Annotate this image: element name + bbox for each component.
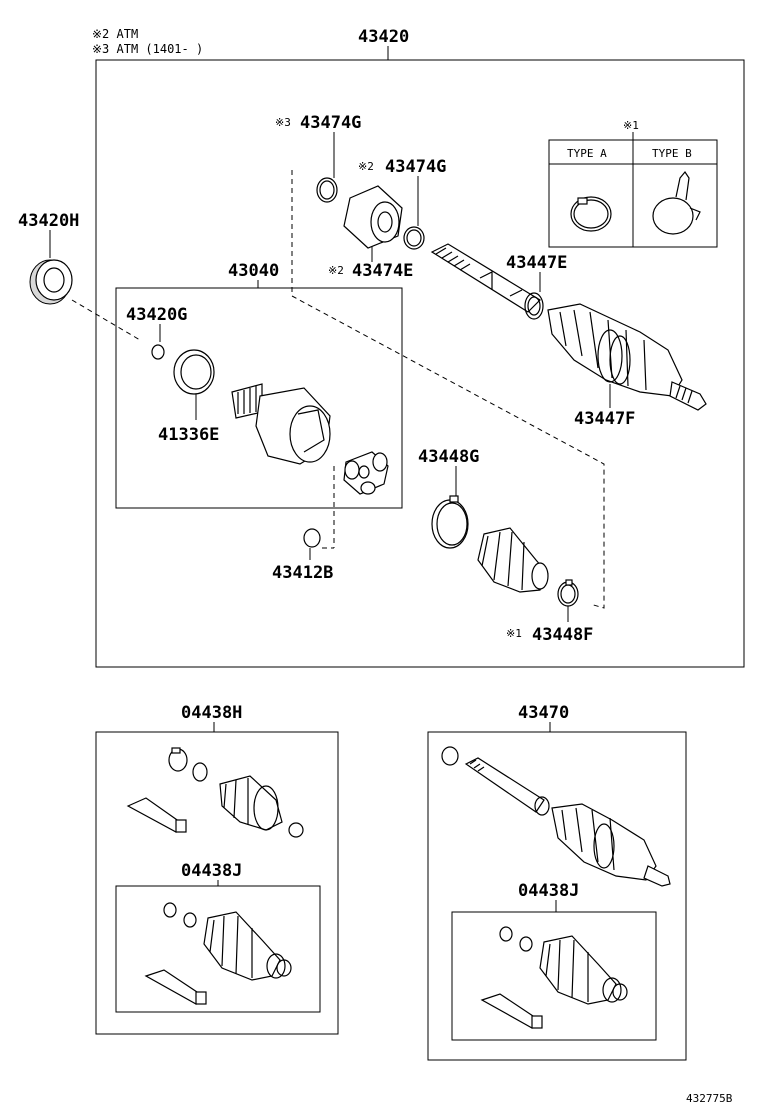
kit-04438H-ring[interactable]: [288, 822, 304, 838]
label-04438J-right[interactable]: 04438J: [518, 881, 579, 901]
illustration-id: 432775B: [686, 1092, 733, 1105]
kit-box-43470: [427, 731, 687, 1061]
drive-shaft-part[interactable]: [430, 243, 541, 313]
kit-04438J-right-boot[interactable]: [539, 935, 628, 1005]
label-43474G-top[interactable]: 43474G: [300, 113, 361, 133]
tripod-joint[interactable]: [343, 451, 389, 495]
label-43474G-mid[interactable]: 43474G: [385, 157, 446, 177]
label-04438H[interactable]: 04438H: [181, 703, 242, 723]
inner-boot[interactable]: [477, 527, 549, 593]
shaft-assembly-outline: [291, 170, 605, 609]
snap-ring-43412B[interactable]: [303, 528, 321, 548]
note-atm-1401: ※3 ATM (1401- ): [92, 42, 203, 56]
kit-04438H-clamps[interactable]: [168, 747, 208, 782]
snap-ring-43474G-top[interactable]: [316, 177, 338, 203]
ring-41336E[interactable]: [173, 349, 215, 395]
kit-43470-shaft[interactable]: [441, 746, 671, 887]
clamp-type-b-icon: [652, 170, 701, 235]
boot-clamp-43448G[interactable]: [431, 495, 469, 549]
type-b-label: TYPE B: [652, 147, 692, 160]
assembly-box-43420: [95, 59, 745, 668]
kit-04438H-boot[interactable]: [219, 775, 283, 831]
label-43447F[interactable]: 43447F: [574, 409, 635, 429]
label-43412B[interactable]: 43412B: [272, 563, 333, 583]
mark-43474G-atm1401: ※3: [275, 116, 291, 129]
clamp-43447E[interactable]: [524, 292, 544, 320]
label-41336E[interactable]: 41336E: [158, 425, 219, 445]
label-43420G[interactable]: 43420G: [126, 305, 187, 325]
label-43448F[interactable]: 43448F: [532, 625, 593, 645]
label-43470[interactable]: 43470: [518, 703, 569, 723]
oil-seal-part[interactable]: [29, 259, 73, 305]
kit-box-04438J-right: [451, 911, 657, 1041]
kit-box-04438H: [95, 731, 339, 1035]
label-43448G[interactable]: 43448G: [418, 447, 479, 467]
kit-04438J-left-rings[interactable]: [163, 902, 197, 928]
kit-04438J-right-grease-tube[interactable]: [480, 993, 543, 1029]
snap-ring-43420G[interactable]: [151, 344, 165, 360]
kit-04438J-right-rings[interactable]: [499, 926, 533, 952]
kit-04438H-grease-tube[interactable]: [126, 797, 187, 833]
clamp-type-a-icon: [570, 196, 612, 232]
outer-boot-43447F[interactable]: [547, 303, 707, 411]
mark-43474G-atm: ※2: [358, 160, 374, 173]
mark-43474E: ※2: [328, 264, 344, 277]
mark-43448F: ※1: [506, 627, 522, 640]
label-43447E[interactable]: 43447E: [506, 253, 567, 273]
snap-ring-43474G-mid[interactable]: [403, 226, 425, 250]
boot-clamp-43448F[interactable]: [557, 579, 579, 607]
note-atm: ※2 ATM: [92, 27, 138, 41]
label-43474E[interactable]: 43474E: [352, 261, 413, 281]
dynamic-damper-43474E[interactable]: [343, 185, 403, 249]
inner-joint-housing[interactable]: [231, 383, 331, 465]
type-a-label: TYPE A: [567, 147, 607, 160]
kit-04438J-left-grease-tube[interactable]: [144, 969, 207, 1005]
label-43040[interactable]: 43040: [228, 261, 279, 281]
label-43420[interactable]: 43420: [358, 27, 409, 47]
sub-box-43040: [115, 287, 403, 509]
label-43420H[interactable]: 43420H: [18, 211, 79, 231]
kit-box-04438J-left: [115, 885, 321, 1013]
kit-04438J-left-boot[interactable]: [203, 911, 292, 981]
label-04438J-left[interactable]: 04438J: [181, 861, 242, 881]
mark-type-note: ※1: [623, 119, 639, 132]
